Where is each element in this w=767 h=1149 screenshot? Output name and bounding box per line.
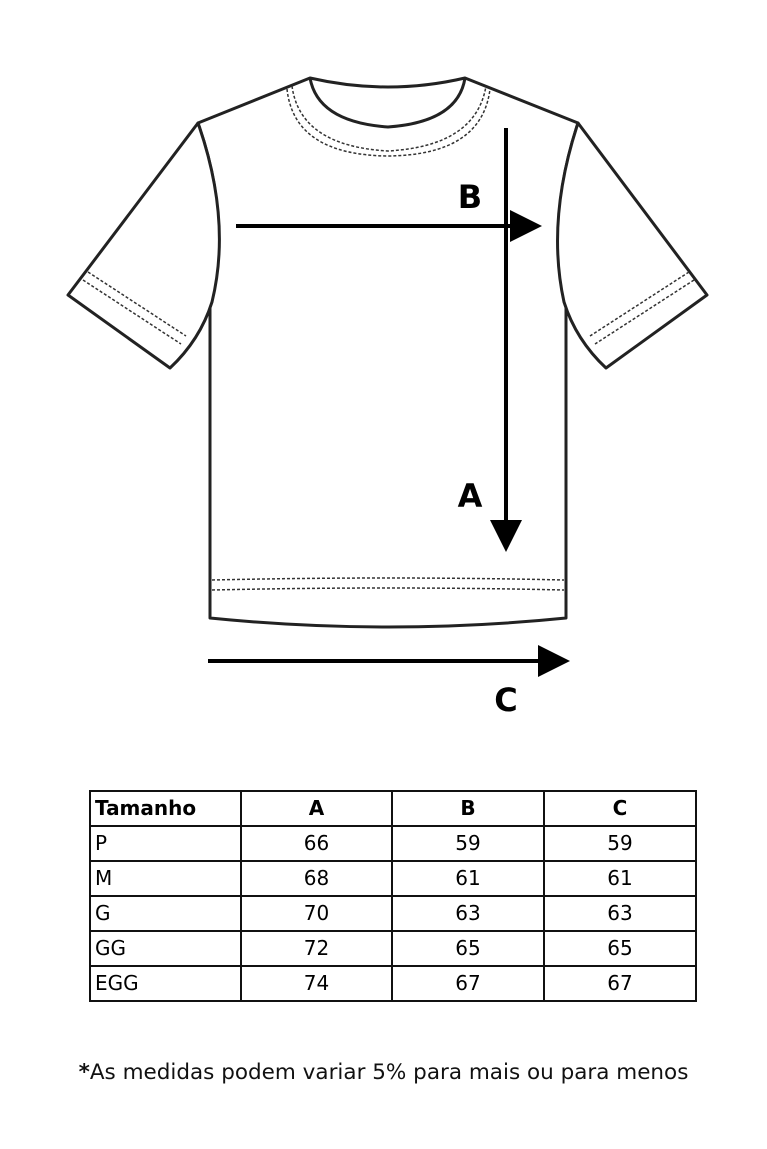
cell-b: 65 <box>391 930 545 967</box>
cell-b: 63 <box>391 895 545 932</box>
cell-c: 59 <box>543 825 697 862</box>
cell-a: 66 <box>240 825 393 862</box>
cell-a: 68 <box>240 860 393 897</box>
label-a: A <box>458 477 483 515</box>
cell-c: 65 <box>543 930 697 967</box>
table-row: M 68 61 61 <box>89 860 697 897</box>
header-c: C <box>543 790 697 827</box>
tshirt-neck-stitching <box>291 85 487 152</box>
tshirt-right-sleeve <box>556 121 709 370</box>
cell-size: G <box>89 895 242 932</box>
tshirt-outline <box>196 76 580 629</box>
table-row: EGG 74 67 67 <box>89 965 697 1002</box>
cell-b: 59 <box>391 825 545 862</box>
cell-c: 61 <box>543 860 697 897</box>
footnote-text: As medidas podem variar 5% para mais ou … <box>89 1060 689 1085</box>
tshirt-measurement-diagram: B A C <box>66 76 709 719</box>
table-row: G 70 63 63 <box>89 895 697 932</box>
label-c: C <box>494 681 517 719</box>
header-a: A <box>240 790 393 827</box>
table-header-row: Tamanho A B C <box>89 790 697 827</box>
footnote-marker: * <box>78 1060 90 1085</box>
tshirt-neck-curve <box>308 77 467 129</box>
cell-size: P <box>89 825 242 862</box>
cell-a: 72 <box>240 930 393 967</box>
table-row: GG 72 65 65 <box>89 930 697 967</box>
tshirt-left-sleeve <box>66 121 221 370</box>
label-b: B <box>458 178 482 216</box>
header-b: B <box>391 790 545 827</box>
tshirt-left-sleeve-stitching <box>87 271 187 337</box>
cell-size: EGG <box>89 965 242 1002</box>
tshirt-hem-stitching <box>211 577 565 581</box>
header-size: Tamanho <box>89 790 242 827</box>
cell-a: 70 <box>240 895 393 932</box>
cell-a: 74 <box>240 965 393 1002</box>
cell-c: 67 <box>543 965 697 1002</box>
cell-c: 63 <box>543 895 697 932</box>
size-table: Tamanho A B C P 66 59 59 M 68 61 61 G 70… <box>89 790 697 1002</box>
cell-b: 67 <box>391 965 545 1002</box>
cell-b: 61 <box>391 860 545 897</box>
footnote: *As medidas podem variar 5% para mais ou… <box>0 1060 767 1085</box>
cell-size: GG <box>89 930 242 967</box>
cell-size: M <box>89 860 242 897</box>
table-row: P 66 59 59 <box>89 825 697 862</box>
